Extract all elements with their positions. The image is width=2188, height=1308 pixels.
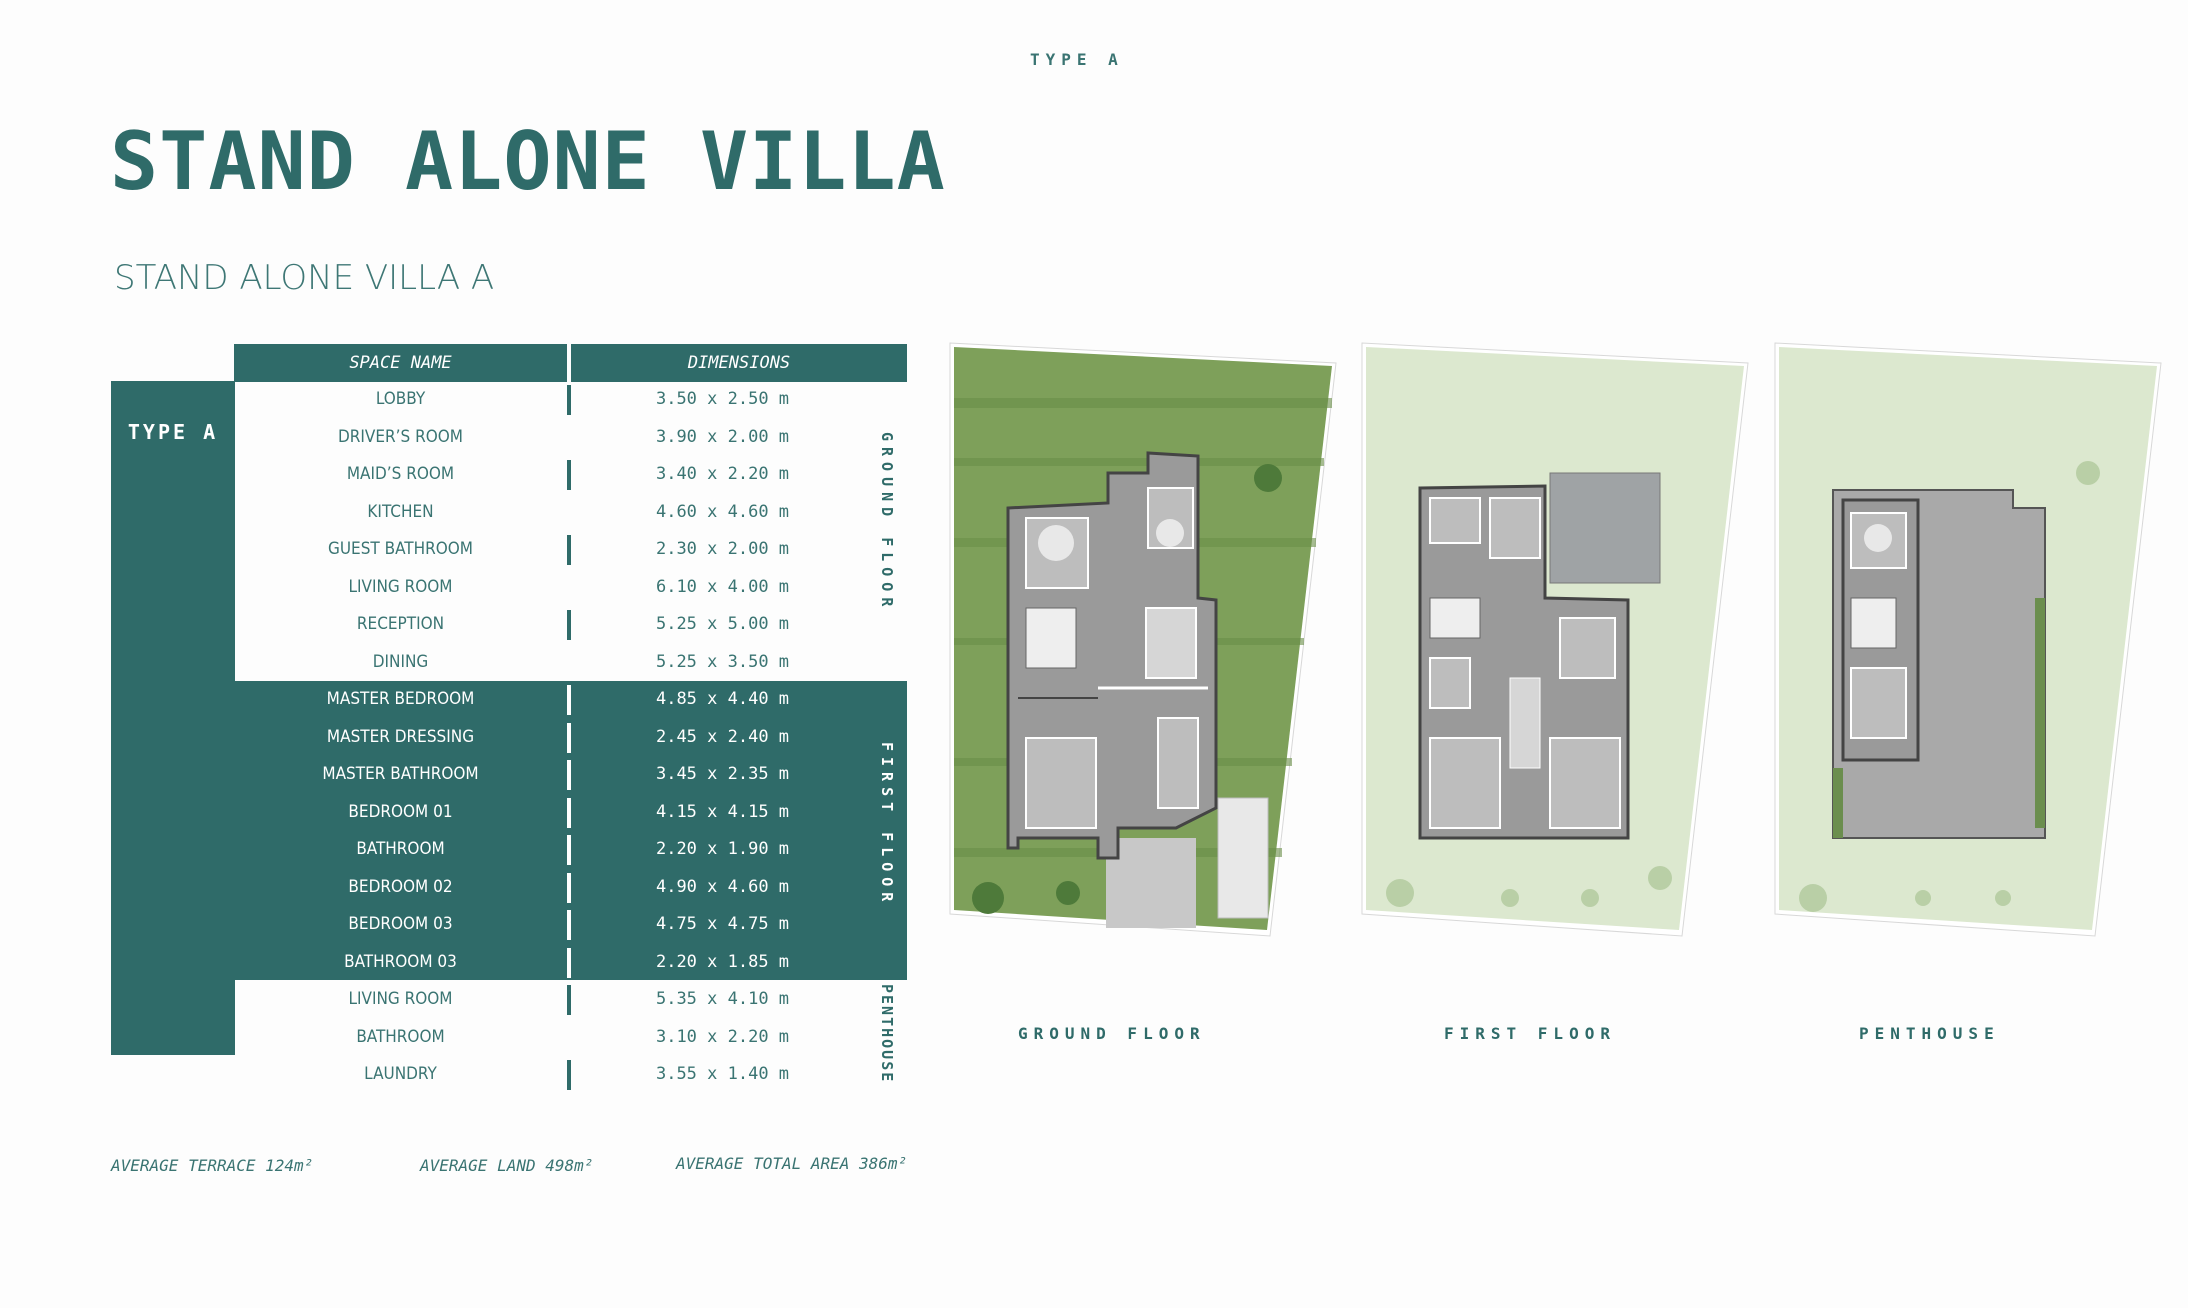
space-name-cell: MASTER BEDROOM bbox=[326, 689, 475, 709]
space-name-cell: KITCHEN bbox=[367, 501, 434, 522]
table-row: MASTER BATHROOM 3.45 x 2.35 m bbox=[234, 756, 907, 794]
dimension-cell: 4.85 x 4.40 m bbox=[655, 689, 790, 709]
row-separator bbox=[567, 1060, 571, 1090]
row-separator bbox=[567, 685, 571, 715]
ground-floor-plan-image bbox=[949, 342, 1337, 937]
space-name-cell: GUEST BATHROOM bbox=[328, 539, 473, 559]
table-row: BEDROOM 02 4.90 x 4.60 m bbox=[234, 869, 907, 907]
type-label-top: TYPE A bbox=[1030, 50, 1124, 69]
table-row: MAID’S ROOM 3.40 x 2.20 m bbox=[234, 456, 907, 494]
space-name-cell: LOBBY bbox=[375, 389, 426, 409]
dimension-cell: 4.75 x 4.75 m bbox=[655, 914, 790, 934]
dimension-cell: 3.40 x 2.20 m bbox=[655, 464, 790, 484]
table-row: BATHROOM 2.20 x 1.90 m bbox=[234, 831, 907, 869]
dimension-cell: 2.30 x 2.00 m bbox=[655, 539, 790, 559]
dimension-cell: 3.50 x 2.50 m bbox=[655, 389, 790, 409]
row-separator bbox=[567, 910, 571, 940]
dimension-cell: 3.55 x 1.40 m bbox=[655, 1064, 790, 1084]
dimension-cell: 5.25 x 3.50 m bbox=[655, 651, 790, 672]
row-separator bbox=[567, 760, 571, 790]
dimension-cell: 2.20 x 1.85 m bbox=[655, 951, 790, 972]
space-name-cell: DRIVER’S ROOM bbox=[338, 426, 463, 447]
space-name-cell: BEDROOM 01 bbox=[348, 801, 453, 822]
table-row: BATHROOM 03 2.20 x 1.85 m bbox=[234, 944, 907, 982]
space-name-cell: LIVING ROOM bbox=[348, 989, 453, 1009]
plan-label-penthouse: PENTHOUSE bbox=[1859, 1024, 2000, 1043]
dimension-cell: 3.45 x 2.35 m bbox=[655, 764, 790, 784]
row-separator bbox=[567, 872, 571, 903]
space-name-cell: BATHROOM bbox=[356, 839, 445, 859]
row-separator bbox=[567, 535, 571, 565]
average-land: AVERAGE LAND 498m² bbox=[420, 1156, 594, 1175]
plan-label-first-floor: FIRST FLOOR bbox=[1444, 1024, 1616, 1043]
first-floor-plan-image bbox=[1361, 342, 1749, 937]
table-row: MASTER BEDROOM 4.85 x 4.40 m bbox=[234, 681, 907, 719]
table-row: BEDROOM 03 4.75 x 4.75 m bbox=[234, 906, 907, 944]
penthouse-plan-image bbox=[1774, 342, 2162, 937]
table-row: RECEPTION 5.25 x 5.00 m bbox=[234, 606, 907, 644]
column-header-dimensions: DIMENSIONS bbox=[571, 344, 907, 382]
type-block-label: TYPE A bbox=[127, 420, 219, 444]
dimension-cell: 5.25 x 5.00 m bbox=[655, 614, 790, 634]
space-name-cell: MAID’S ROOM bbox=[346, 464, 455, 484]
table-row: MASTER DRESSING 2.45 x 2.40 m bbox=[234, 719, 907, 757]
row-separator bbox=[567, 722, 571, 753]
space-name-cell: BATHROOM bbox=[356, 1026, 445, 1047]
space-name-cell: BEDROOM 03 bbox=[348, 914, 453, 934]
dimension-cell: 6.10 x 4.00 m bbox=[655, 576, 790, 597]
space-name-cell: BATHROOM 03 bbox=[344, 951, 457, 972]
row-separator bbox=[567, 385, 571, 415]
table-row: LAUNDRY 3.55 x 1.40 m bbox=[234, 1056, 907, 1094]
table-row: GUEST BATHROOM 2.30 x 2.00 m bbox=[234, 531, 907, 569]
space-name-cell: LAUNDRY bbox=[364, 1064, 437, 1084]
section-label-first-floor: FIRST FLOOR bbox=[878, 742, 896, 908]
section-label-penthouse: PENTHOUSE bbox=[878, 984, 896, 1084]
row-separator bbox=[567, 835, 571, 865]
row-separator bbox=[567, 947, 571, 978]
page-title: STAND ALONE VILLA bbox=[110, 115, 946, 208]
table-row: BEDROOM 01 4.15 x 4.15 m bbox=[234, 794, 907, 832]
table-row: LOBBY 3.50 x 2.50 m bbox=[234, 381, 907, 419]
space-name-cell: BEDROOM 02 bbox=[348, 876, 453, 897]
space-name-cell: MASTER DRESSING bbox=[326, 726, 475, 747]
column-header-space-name: SPACE NAME bbox=[234, 344, 567, 382]
type-block bbox=[111, 381, 235, 1055]
space-name-cell: LIVING ROOM bbox=[348, 576, 453, 597]
table-row: LIVING ROOM 5.35 x 4.10 m bbox=[234, 981, 907, 1019]
table-row: KITCHEN 4.60 x 4.60 m bbox=[234, 494, 907, 532]
table-row: BATHROOM 3.10 x 2.20 m bbox=[234, 1019, 907, 1057]
row-separator bbox=[567, 985, 571, 1015]
space-name-cell: RECEPTION bbox=[356, 614, 445, 634]
row-separator bbox=[567, 797, 571, 828]
dimension-cell: 3.90 x 2.00 m bbox=[655, 426, 790, 447]
section-label-ground-floor: GROUND FLOOR bbox=[878, 432, 896, 613]
page-subtitle: STAND ALONE VILLA A bbox=[114, 258, 495, 298]
table-row: LIVING ROOM 6.10 x 4.00 m bbox=[234, 569, 907, 607]
dimension-cell: 2.20 x 1.90 m bbox=[655, 839, 790, 859]
dimension-cell: 2.45 x 2.40 m bbox=[655, 726, 790, 747]
average-total-area: AVERAGE TOTAL AREA 386m² bbox=[676, 1154, 908, 1173]
dimension-cell: 5.35 x 4.10 m bbox=[655, 989, 790, 1009]
table-row: DRIVER’S ROOM 3.90 x 2.00 m bbox=[234, 419, 907, 457]
dimension-cell: 4.15 x 4.15 m bbox=[655, 801, 790, 822]
average-terrace: AVERAGE TERRACE 124m² bbox=[111, 1156, 314, 1175]
space-name-cell: MASTER BATHROOM bbox=[322, 764, 479, 784]
dimension-cell: 4.60 x 4.60 m bbox=[655, 501, 790, 522]
plan-label-ground-floor: GROUND FLOOR bbox=[1018, 1024, 1206, 1043]
space-name-cell: DINING bbox=[372, 651, 429, 672]
dimension-cell: 4.90 x 4.60 m bbox=[655, 876, 790, 897]
table-row: DINING 5.25 x 3.50 m bbox=[234, 644, 907, 682]
row-separator bbox=[567, 460, 571, 490]
dimension-cell: 3.10 x 2.20 m bbox=[655, 1026, 790, 1047]
row-separator bbox=[567, 610, 571, 640]
